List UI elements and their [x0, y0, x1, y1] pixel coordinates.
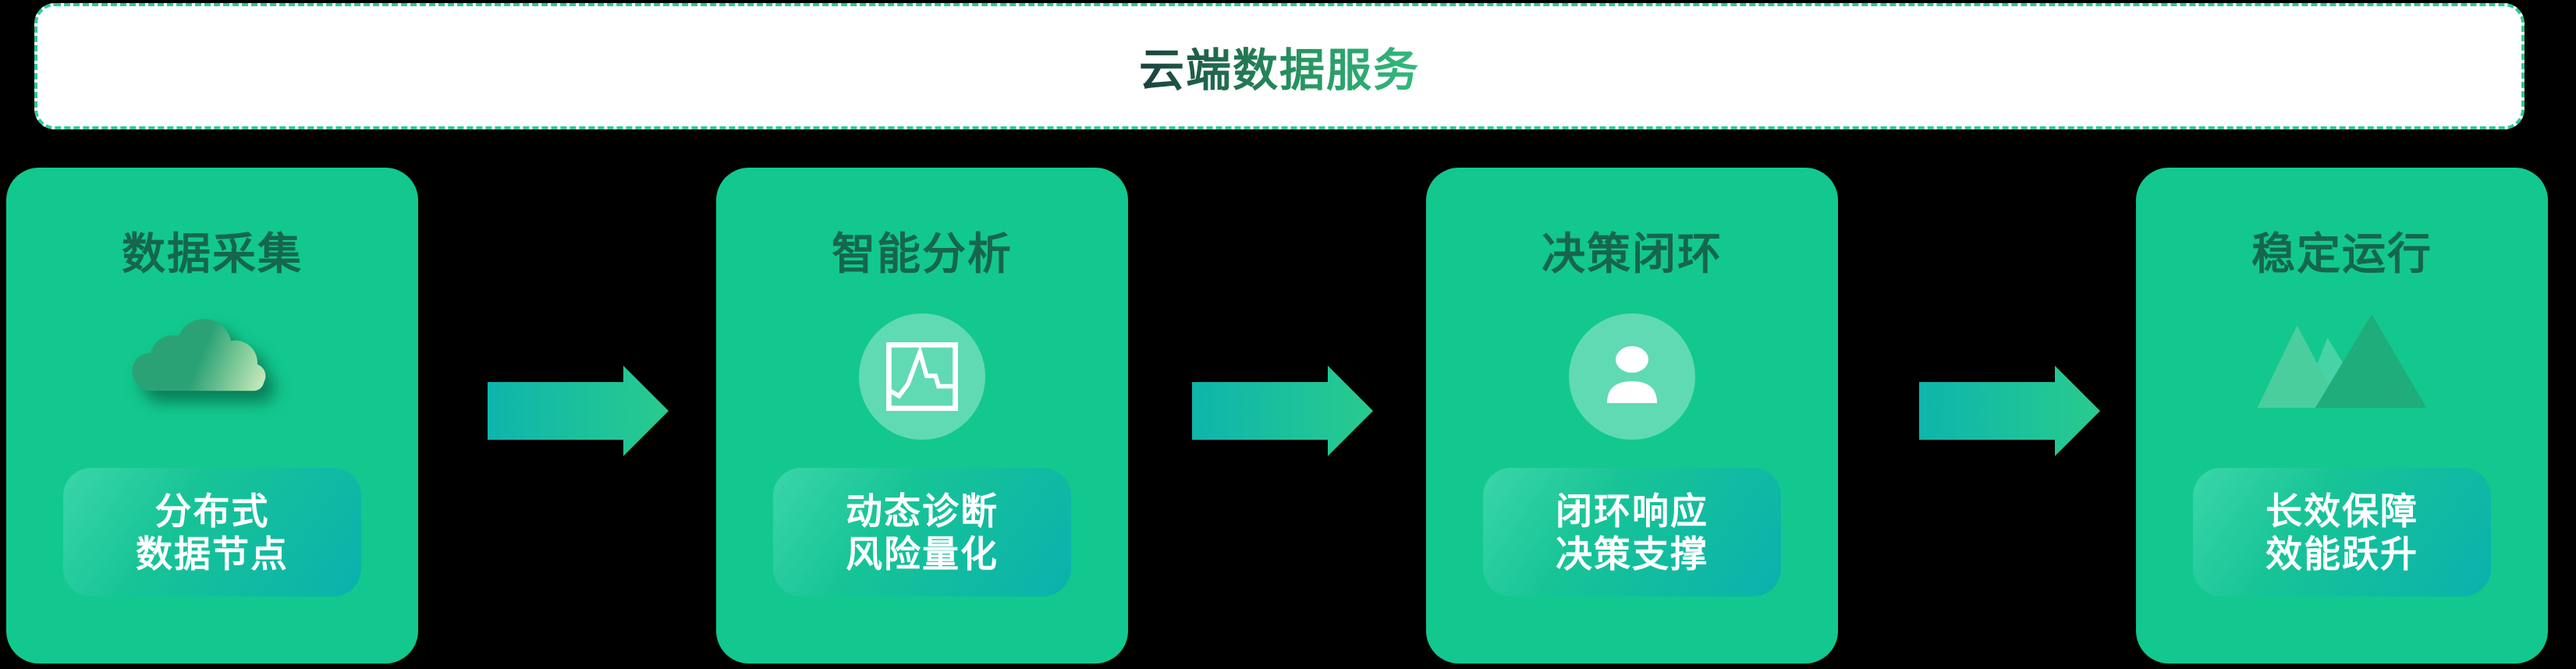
icon-circle — [1569, 313, 1695, 440]
pulse-chart-icon — [886, 342, 958, 411]
cloud-icon — [126, 302, 275, 398]
pill-line: 效能跃升 — [2266, 533, 2418, 575]
cloud-service-banner: 云端数据服务 — [34, 3, 2525, 129]
card-intelligent-analysis: 智能分析 动态诊断 风险量化 — [716, 168, 1128, 664]
pill-line: 闭环响应 — [1556, 490, 1708, 532]
flow-arrow-icon — [488, 366, 669, 456]
card-title: 数据采集 — [122, 229, 303, 278]
person-icon — [1607, 346, 1657, 403]
banner-title: 云端数据服务 — [1139, 34, 1420, 99]
feature-pill: 闭环响应 决策支撑 — [1483, 468, 1781, 596]
pill-line: 数据节点 — [136, 533, 289, 575]
pill-line: 动态诊断 — [846, 490, 999, 532]
card-stable-operation: 稳定运行 长效保障 效能跃升 — [2136, 168, 2548, 664]
pill-line: 决策支撑 — [1556, 533, 1708, 575]
pill-line: 分布式 — [154, 490, 270, 532]
feature-pill: 长效保障 效能跃升 — [2193, 468, 2491, 596]
pill-line: 风险量化 — [846, 533, 999, 575]
icon-circle — [859, 313, 985, 440]
card-title: 决策闭环 — [1542, 229, 1723, 278]
card-title: 稳定运行 — [2251, 229, 2432, 278]
flow-arrow-icon — [1919, 366, 2100, 456]
card-title: 智能分析 — [832, 229, 1013, 278]
mountains-icon — [2255, 310, 2430, 409]
card-decision-loop: 决策闭环 闭环响应 决策支撑 — [1426, 168, 1838, 664]
flow-arrow-icon — [1192, 366, 1373, 456]
card-data-collection: 数据采集 — [6, 168, 418, 664]
feature-pill: 动态诊断 风险量化 — [773, 468, 1071, 596]
pill-line: 长效保障 — [2266, 490, 2418, 532]
feature-pill: 分布式 数据节点 — [63, 468, 361, 596]
